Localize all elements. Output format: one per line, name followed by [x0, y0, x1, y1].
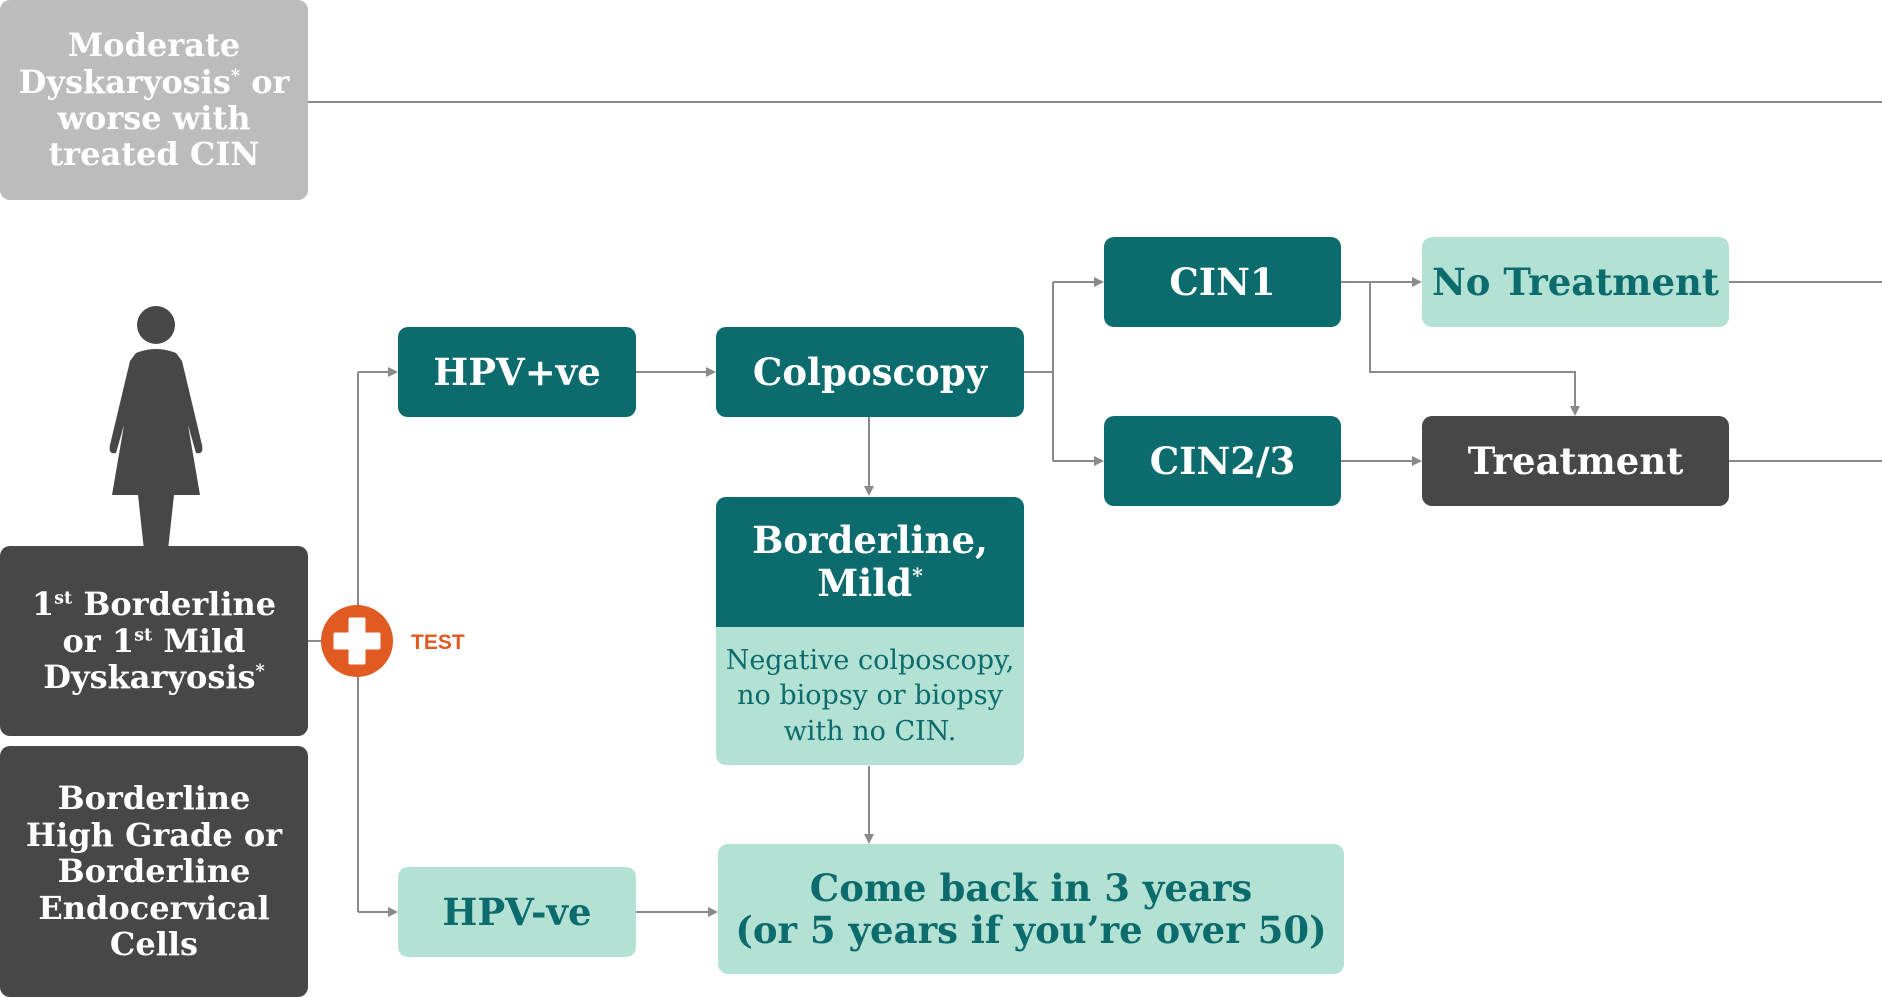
test-plus-icon [321, 605, 393, 677]
node-first-borderline: 1st Borderline or 1st Mild Dyskaryosis* [0, 546, 308, 736]
node-moderate-dyskaryosis: Moderate Dyskaryosis* or worse with trea… [0, 0, 308, 200]
no-treatment-label: No Treatment [1431, 259, 1719, 304]
first-borderline-p5: Dyskaryosis [43, 658, 256, 697]
borderline-mild-star: * [912, 563, 923, 588]
first-borderline-sup2: st [134, 624, 153, 646]
woman-icon [109, 306, 203, 550]
hpv-positive-label: HPV+ve [433, 349, 601, 394]
cin1-label: CIN1 [1169, 259, 1276, 304]
first-borderline-p1: 1 [31, 585, 55, 624]
cin23-label: CIN2/3 [1149, 438, 1296, 483]
first-borderline-sup1: st [54, 587, 73, 609]
node-cin23: CIN2/3 [1104, 416, 1341, 506]
connector-cin1-treatment [1369, 282, 1580, 416]
negative-colposcopy-line1: Negative colposcopy, [725, 645, 1015, 677]
moderate-line1: Moderate [67, 26, 241, 65]
come-back-line1: Come back in 3 years [809, 865, 1253, 910]
borderline-mild-header: Borderline, Mild* [716, 497, 1024, 627]
node-cin1: CIN1 [1104, 237, 1341, 327]
node-no-treatment: No Treatment [1422, 237, 1729, 327]
first-borderline-star: * [255, 660, 265, 682]
moderate-line4: treated CIN [48, 135, 260, 174]
node-hpv-negative: HPV-ve [398, 867, 636, 957]
moderate-line2: Dyskaryosis [18, 62, 231, 101]
borderline-high-line1: Borderline [57, 779, 251, 818]
borderline-high-line3: Borderline [57, 852, 251, 891]
borderline-high-line2: High Grade or [25, 815, 283, 854]
node-hpv-positive: HPV+ve [398, 327, 636, 417]
negative-colposcopy-line3: with no CIN. [783, 715, 957, 747]
borderline-high-line5: Cells [109, 925, 199, 964]
moderate-line3: worse with [57, 99, 251, 137]
borderline-mild-line2: Mild [817, 561, 913, 605]
node-treatment: Treatment [1422, 416, 1729, 506]
hpv-negative-label: HPV-ve [442, 889, 592, 934]
plus-icon [333, 617, 381, 665]
moderate-star: * [230, 64, 241, 86]
first-borderline-p2: Borderline [72, 585, 277, 624]
colposcopy-label: Colposcopy [752, 349, 988, 394]
moderate-line2b: or [240, 62, 290, 101]
borderline-mild-line1: Borderline, [752, 518, 988, 563]
first-borderline-p3: or 1 [62, 621, 135, 660]
node-borderline-mild: Borderline, Mild* Negative colposcopy, n… [716, 497, 1024, 765]
test-label: TEST [411, 631, 465, 654]
negative-colposcopy-line2: no biopsy or biopsy [737, 680, 1003, 712]
treatment-label: Treatment [1467, 438, 1684, 483]
come-back-line2: (or 5 years if you’re over 50) [735, 908, 1327, 952]
negative-colposcopy-text: Negative colposcopy, no biopsy or biopsy… [716, 627, 1024, 765]
node-borderline-high-grade: Borderline High Grade or Borderline Endo… [0, 746, 308, 997]
node-come-back: Come back in 3 years (or 5 years if you’… [718, 844, 1344, 974]
node-colposcopy: Colposcopy [716, 327, 1024, 417]
borderline-high-line4: Endocervical [38, 888, 270, 927]
first-borderline-p4: Mild [152, 621, 246, 660]
